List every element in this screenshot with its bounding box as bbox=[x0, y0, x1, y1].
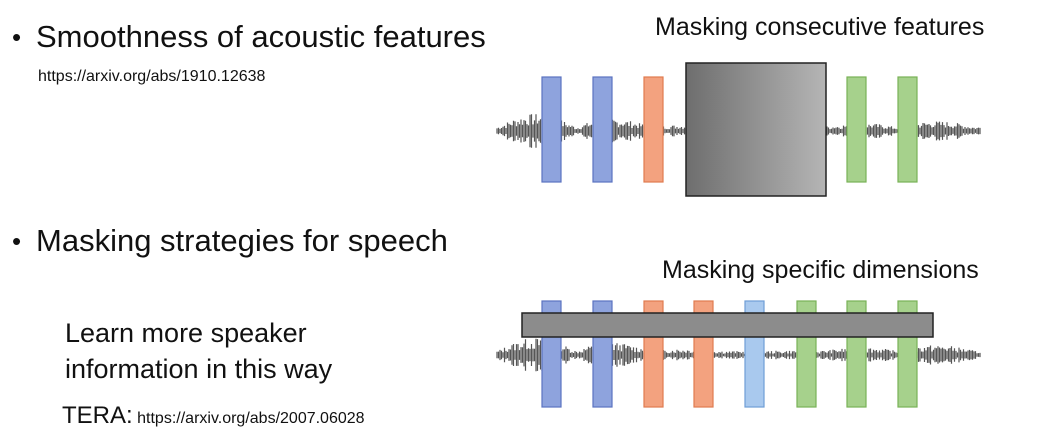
speaker-info-line-1: Learn more speaker bbox=[65, 318, 307, 348]
feature-bar bbox=[643, 76, 664, 183]
bullet-2: • bbox=[12, 226, 22, 256]
tera-label: TERA: bbox=[62, 402, 133, 429]
diagram-title-consecutive: Masking consecutive features bbox=[655, 13, 985, 41]
diagram-dimension-masking bbox=[496, 300, 981, 408]
link-smoothness-paper[interactable]: https://arxiv.org/abs/1910.12638 bbox=[38, 68, 266, 85]
tera-reference: TERA: https://arxiv.org/abs/2007.06028 bbox=[62, 402, 365, 430]
bullet-title-smoothness: Smoothness of acoustic features bbox=[36, 19, 486, 54]
dimension-mask-strip bbox=[521, 312, 934, 338]
consecutive-mask-block bbox=[685, 62, 827, 197]
link-tera-paper[interactable]: https://arxiv.org/abs/2007.06028 bbox=[137, 410, 365, 427]
feature-bars-1 bbox=[541, 76, 918, 183]
speaker-info-note: Learn more speaker information in this w… bbox=[65, 315, 425, 387]
diagram-title-dimensions: Masking specific dimensions bbox=[662, 256, 979, 284]
feature-bar bbox=[541, 76, 562, 183]
bullet-title-masking-strategies: Masking strategies for speech bbox=[36, 223, 448, 258]
speaker-info-line-2: information in this way bbox=[65, 354, 333, 384]
feature-bar bbox=[592, 76, 613, 183]
diagram-consecutive-masking bbox=[496, 62, 981, 197]
feature-bar bbox=[897, 76, 918, 183]
feature-bar bbox=[846, 76, 867, 183]
bullet-1: • bbox=[12, 22, 22, 52]
